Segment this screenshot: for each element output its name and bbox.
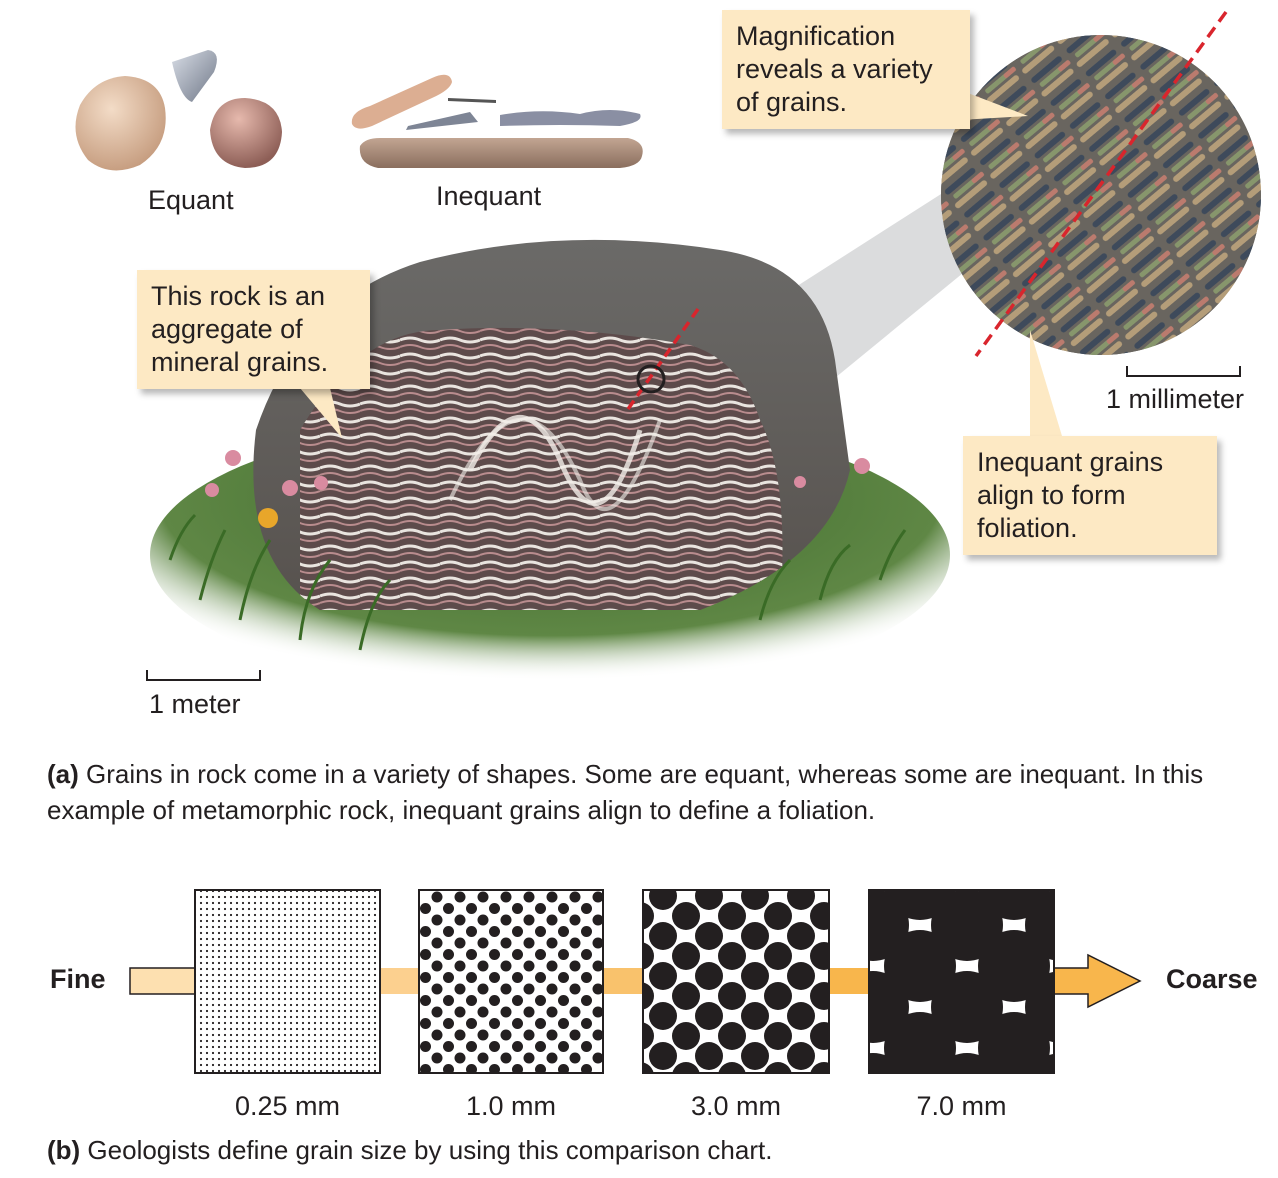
grain-chart-7-0mm <box>868 889 1055 1074</box>
foliation-line-rock <box>624 307 700 414</box>
magnified-view <box>941 35 1261 355</box>
grass-blades <box>168 513 907 651</box>
equant-grains <box>75 50 282 171</box>
equant-label: Equant <box>148 185 234 215</box>
meter-scale-bar <box>146 670 261 681</box>
magnification-callout-pointer <box>960 90 1028 120</box>
meter-scale-label: 1 meter <box>149 689 241 719</box>
size-label-7-0mm: 7.0 mm <box>916 1091 1007 1121</box>
grain-chart-3-0mm <box>642 889 830 1074</box>
millimeter-scale-label: 1 millimeter <box>1106 384 1245 414</box>
inequant-label: Inequant <box>436 181 542 211</box>
foliation-callout: Inequant grains align to form foliation. <box>963 436 1217 555</box>
caption-a: (a) Grains in rock come in a variety of … <box>47 756 1267 828</box>
size-label-1-0mm: 1.0 mm <box>465 1091 557 1121</box>
aggregate-callout: This rock is an aggregate of mineral gra… <box>137 270 370 389</box>
flowers <box>205 450 870 528</box>
fine-label: Fine <box>50 964 106 994</box>
inequant-grains <box>351 74 643 168</box>
caption-b-letter: (b) <box>47 1135 81 1165</box>
grain-size-arrow <box>129 953 1142 1009</box>
magnification-callout: Magnification reveals a variety of grain… <box>722 10 970 129</box>
grain-chart-0-25mm <box>194 889 381 1074</box>
caption-b-text: Geologists define grain size by using th… <box>80 1135 773 1165</box>
size-label-0-25mm: 0.25 mm <box>234 1091 341 1121</box>
caption-b: (b) Geologists define grain size by usin… <box>47 1132 1267 1168</box>
foliation-callout-pointer <box>1030 330 1062 436</box>
grain-chart-1-0mm <box>418 889 604 1074</box>
foliation-line-magnified <box>974 10 1228 358</box>
size-label-3-0mm: 3.0 mm <box>690 1091 782 1121</box>
caption-a-letter: (a) <box>47 759 79 789</box>
caption-a-text: Grains in rock come in a variety of shap… <box>47 759 1204 825</box>
coarse-label: Coarse <box>1166 964 1258 994</box>
millimeter-scale-bar <box>1126 366 1241 377</box>
aggregate-callout-pointer <box>300 388 342 438</box>
rock-outcrop <box>253 239 850 610</box>
sample-location-circle <box>636 364 666 394</box>
